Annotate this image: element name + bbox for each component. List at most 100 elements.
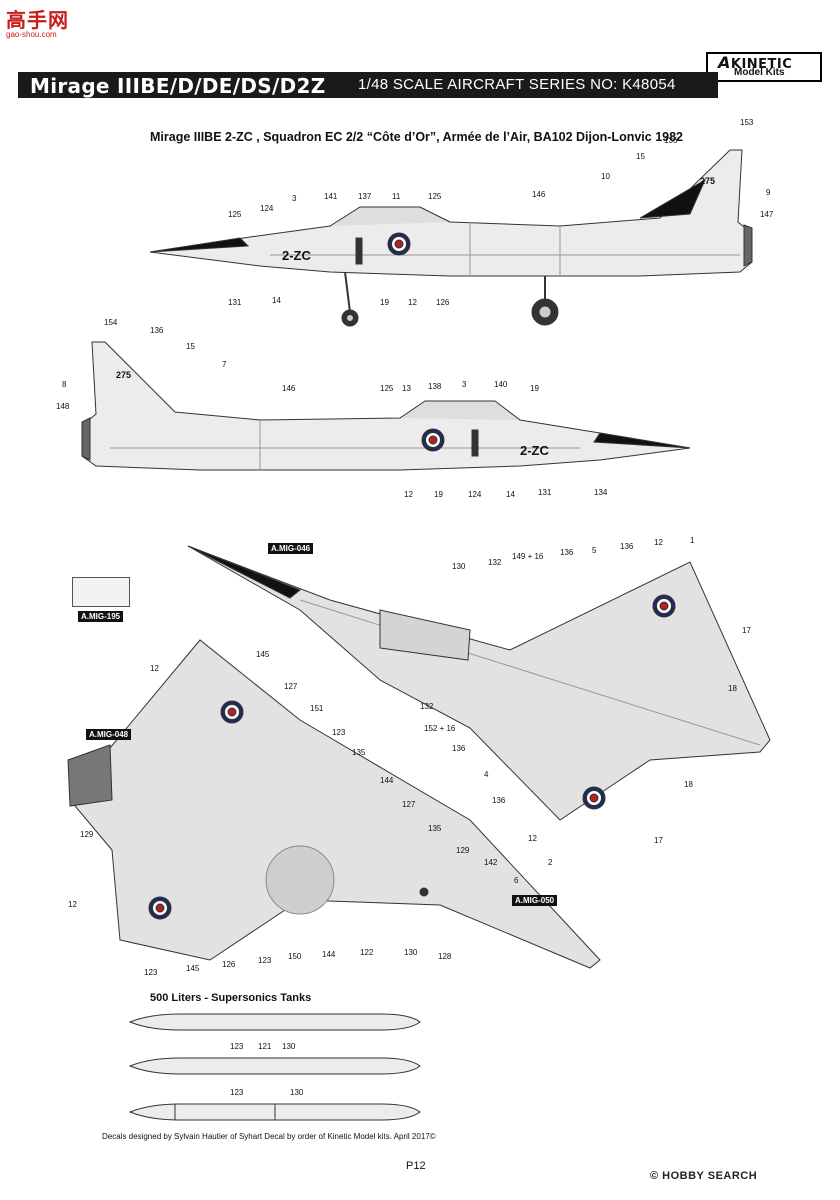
callout: 18	[684, 780, 693, 789]
callout: 124	[260, 204, 274, 213]
callout: 15	[636, 152, 645, 161]
tanks-title: 500 Liters - Supersonics Tanks	[150, 992, 312, 1004]
callout: 14	[506, 490, 515, 499]
brand-name-text: KINETIC	[730, 57, 793, 72]
callout: 129	[456, 846, 470, 855]
callout: 12	[528, 834, 537, 843]
callout: 130	[290, 1088, 304, 1097]
watermark-logo-text: 高手网	[6, 8, 69, 32]
callout: 123	[230, 1088, 244, 1097]
side-bottom-tail-number: 275	[116, 370, 131, 380]
callout: 19	[530, 384, 539, 393]
callout: 18	[728, 684, 737, 693]
callout: 123	[144, 968, 158, 977]
callout: 137	[358, 192, 372, 201]
supersonic-tanks	[128, 1013, 421, 1121]
callout: 5	[592, 546, 597, 555]
callout: 153	[740, 118, 754, 127]
callout: 123	[332, 728, 346, 737]
paint-swatch-label: A.MIG-195	[78, 606, 124, 624]
callout: 135	[428, 824, 442, 833]
callout: 12	[68, 900, 77, 909]
callout: 3	[462, 380, 467, 389]
callout: 138	[428, 382, 442, 391]
callout: 10	[601, 172, 610, 181]
callout: 122	[360, 948, 374, 957]
callout: 131	[228, 298, 242, 307]
plan-view-lower	[67, 639, 601, 969]
header-bar: Mirage IIIBE/D/DE/DS/D2Z 1/48 SCALE AIRC…	[18, 72, 718, 98]
callout: 147	[760, 210, 774, 219]
paint-swatch-code: A.MIG-195	[78, 611, 124, 622]
callout: 130	[282, 1042, 296, 1051]
callout: 144	[380, 776, 394, 785]
credits: Decals designed by Sylvain Hautier of Sy…	[102, 1132, 436, 1141]
paint-intake-label: A.MIG-048	[86, 724, 132, 742]
callout: 3	[292, 194, 297, 203]
page-title: Mirage IIIBE/D/DE/DS/D2Z	[30, 74, 326, 98]
callout: 131	[538, 488, 552, 497]
callout: 128	[438, 952, 452, 961]
side-view-port	[81, 341, 691, 471]
callout: 136	[620, 542, 634, 551]
paint-radome-label: A.MIG-046	[268, 538, 314, 556]
callout: 146	[282, 384, 296, 393]
callout: 123	[258, 956, 272, 965]
paint-swatch	[72, 577, 130, 607]
callout: 149 + 16	[512, 552, 544, 561]
callout: 142	[484, 858, 498, 867]
side-top-code: 2-ZC	[282, 248, 312, 263]
scheme-title: Mirage IIIBE 2-ZC , Squadron EC 2/2 “Côt…	[150, 130, 683, 144]
callout: 154	[104, 318, 118, 327]
watermark-logo: 高手网 gao-shou.com	[6, 4, 96, 39]
callout: 145	[186, 964, 200, 973]
callout: 12	[408, 298, 417, 307]
callout: 6	[514, 876, 519, 885]
callout: 12	[404, 490, 413, 499]
side-view-starboard	[149, 149, 753, 327]
side-bottom-code: 2-ZC	[520, 443, 550, 458]
callout: 136	[560, 548, 574, 557]
callout: 136	[150, 326, 164, 335]
source-watermark: © HOBBY SEARCH	[650, 1170, 758, 1182]
watermark-url: gao-shou.com	[6, 30, 57, 39]
callout: 2	[548, 858, 553, 867]
callout: 136	[452, 744, 466, 753]
callout: 144	[322, 950, 336, 959]
kinetic-brand-box: AKINETIC Model Kits	[706, 52, 822, 82]
callout: 121	[258, 1042, 272, 1051]
callout: 123	[230, 1042, 244, 1051]
callout: 14	[272, 296, 281, 305]
brand-sub: Model Kits	[734, 67, 785, 78]
callout: 13	[402, 384, 411, 393]
callout: 134	[594, 488, 608, 497]
callout: 151	[310, 704, 324, 713]
side-top-tail-number: 275	[700, 176, 715, 186]
callout: 4	[484, 770, 489, 779]
brand-name: AKINETIC	[718, 53, 793, 72]
callout: 19	[380, 298, 389, 307]
callout: 7	[222, 360, 227, 369]
callout: 146	[532, 190, 546, 199]
callout: 129	[80, 830, 94, 839]
callout: 127	[402, 800, 416, 809]
callout: 1	[690, 536, 695, 545]
paint-radome-code: A.MIG-046	[268, 543, 314, 554]
paint-underside-code: A.MIG-050	[512, 895, 558, 906]
callout: 152 + 16	[424, 724, 456, 733]
callout: 11	[392, 192, 401, 201]
callout: 127	[284, 682, 298, 691]
callout: 126	[436, 298, 450, 307]
series-number: 1/48 SCALE AIRCRAFT SERIES NO: K48054	[358, 76, 676, 93]
callout: 148	[56, 402, 70, 411]
paint-intake-code: A.MIG-048	[86, 729, 132, 740]
callout: 17	[742, 626, 751, 635]
callout: 145	[256, 650, 270, 659]
callout: 12	[150, 664, 159, 673]
callout: 130	[404, 948, 418, 957]
callout: 135	[352, 748, 366, 757]
callout: 125	[380, 384, 394, 393]
callout: 8	[62, 380, 67, 389]
callout: 126	[222, 960, 236, 969]
